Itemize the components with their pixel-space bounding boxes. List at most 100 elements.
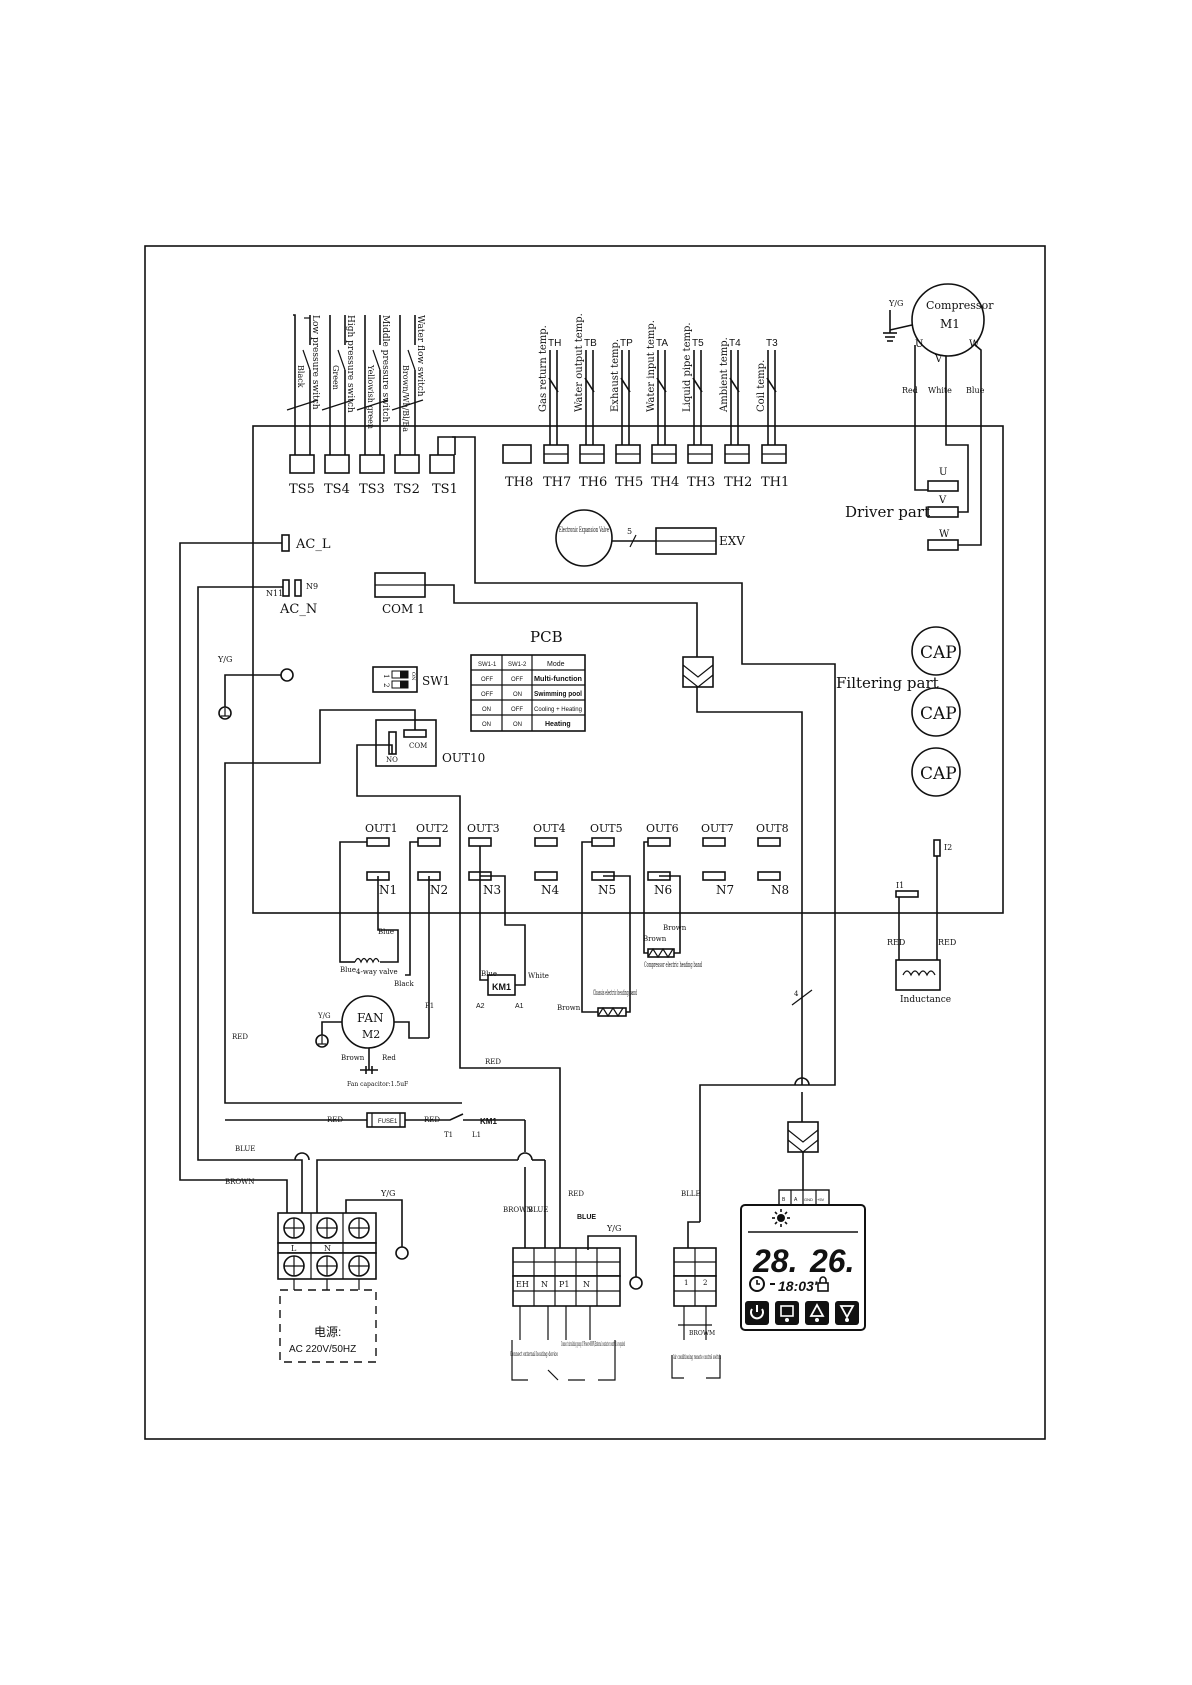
sensor-label-tp: Exhaust temp.	[610, 339, 621, 412]
power-l-label: L	[291, 1244, 297, 1253]
mode-table	[470, 654, 586, 732]
compressor-wire-blue: Blue	[966, 386, 985, 395]
km1-contactor	[479, 846, 526, 996]
terminal-th1: TH1	[761, 475, 789, 490]
remote-1: 1	[684, 1279, 688, 1287]
sensor-code-tp: TP	[620, 338, 633, 349]
fan-p1: P1	[425, 1002, 434, 1010]
wire-controller[interactable]	[740, 1189, 866, 1331]
driver-v: V	[938, 495, 947, 506]
pressure-switches	[286, 314, 424, 455]
main-power-wiring	[225, 1112, 546, 1260]
mode-r2c1: OFF	[481, 692, 493, 698]
sensor-code-tb: TB	[584, 338, 597, 349]
out5-label: OUT5	[590, 822, 623, 835]
inductance-red1: RED	[887, 938, 905, 947]
inductance-label: Inductance	[900, 995, 951, 1005]
remote-2: 2	[703, 1279, 707, 1287]
four-way-valve	[339, 841, 399, 964]
comp-band-label: Compressor electric heating band	[644, 961, 702, 969]
sensor-label-t3: Coil temp.	[756, 360, 767, 412]
power-spec: AC 220V/50HZ	[289, 1344, 356, 1355]
bottom-brown: BROWN	[225, 1178, 254, 1186]
fan-capacitor: Fan capacitor:1.5uF	[347, 1081, 408, 1088]
sw1-label: SW1	[422, 674, 450, 688]
out7-label: OUT7	[701, 822, 734, 835]
km1-blue: Blue	[481, 970, 497, 978]
switch-label-ts2: Water flow switch	[415, 315, 425, 397]
mode-r4c3: Heating	[545, 721, 571, 728]
output-terminals	[366, 837, 781, 881]
temperature-sensors	[502, 350, 787, 464]
mode-r1c1: OFF	[481, 677, 493, 683]
terminal-ts5: TS5	[289, 482, 315, 497]
n1-label: N1	[379, 883, 397, 897]
sensor-code-t5: T5	[692, 338, 704, 349]
sw1-pos-1: 1	[382, 674, 390, 678]
fan-yg: Y/G	[317, 1012, 331, 1020]
controller-pin-gnd: GND	[804, 1197, 813, 1202]
switch-label-ts5: Low pressure switch	[310, 315, 320, 410]
note-heat: Connect external heating device	[510, 1351, 558, 1358]
band-brown-1: Brown	[663, 924, 687, 932]
exv-valve-label: Electronic Expansion Valve	[559, 526, 609, 534]
km1-a2: A2	[476, 1003, 485, 1010]
fan-motor	[315, 841, 430, 1074]
bottom-l1: L1	[472, 1131, 481, 1139]
mode-head-3: Mode	[547, 661, 565, 668]
valve-blue-1: Blue	[378, 928, 394, 936]
bottom-blue: BLUE	[235, 1145, 255, 1153]
fan-label: FAN	[357, 1011, 383, 1025]
power-button[interactable]	[745, 1301, 769, 1325]
term-p1: P1	[559, 1280, 569, 1289]
mode-r3c1: ON	[482, 707, 491, 713]
cap-2: CAP	[920, 704, 957, 724]
n3-label: N3	[483, 883, 501, 897]
power-n-label: N	[324, 1244, 331, 1253]
bottom-red-2: RED	[327, 1116, 343, 1124]
inductance-i1: I1	[896, 881, 904, 890]
n9-label: N9	[306, 582, 318, 591]
sw1-on: ON	[410, 672, 416, 681]
bottom-red-4: RED	[485, 1058, 501, 1066]
sensor-code-th: TH	[548, 338, 561, 349]
exv-wire-count: 5	[627, 527, 632, 536]
bottom-red-3: RED	[424, 1116, 440, 1124]
compressor-symbol	[883, 283, 985, 551]
out10-no: NO	[386, 756, 398, 764]
out10-relay	[224, 709, 561, 1250]
mode-head-1: SW1-1	[478, 662, 497, 668]
sun-icon	[772, 1209, 790, 1227]
down-button[interactable]	[835, 1301, 859, 1325]
sensor-label-ta: Water input temp.	[646, 320, 657, 412]
terminal-ts1: TS1	[432, 482, 458, 497]
bottom-fuse: FUSE1	[378, 1119, 398, 1125]
controller-temp-1: 28.	[752, 1243, 797, 1279]
chassis-heating-band	[581, 841, 631, 1018]
driver-part-label: Driver part	[845, 503, 930, 521]
driver-u: U	[939, 467, 947, 478]
sensor-code-ta: TA	[656, 338, 668, 349]
term-blue-c: BLUE	[577, 1214, 596, 1221]
cap-3: CAP	[920, 764, 957, 784]
switch-wire-ts4: Green	[331, 365, 340, 390]
switch-terminals	[289, 454, 455, 474]
bottom-red-1: RED	[232, 1033, 248, 1041]
chassis-brown: Brown	[557, 1004, 581, 1012]
sw1-pos-2: 2	[382, 683, 390, 687]
terminal-ts3: TS3	[359, 482, 385, 497]
ac-l-label: AC_L	[295, 537, 331, 552]
power-title: 电源:	[314, 1325, 341, 1339]
com1-label: COM 1	[382, 602, 425, 616]
out3-label: OUT3	[467, 822, 500, 835]
terminal-th3: TH3	[687, 475, 715, 490]
mode-button[interactable]	[775, 1301, 799, 1325]
up-button[interactable]	[805, 1301, 829, 1325]
terminal-th2: TH2	[724, 475, 752, 490]
term-n: N	[541, 1280, 548, 1289]
compressor-id: M1	[940, 317, 960, 331]
pcb-yg-label: Y/G	[217, 655, 232, 664]
inductance-red2: RED	[938, 938, 956, 947]
mode-r2c3: Swimming pool	[534, 691, 582, 698]
